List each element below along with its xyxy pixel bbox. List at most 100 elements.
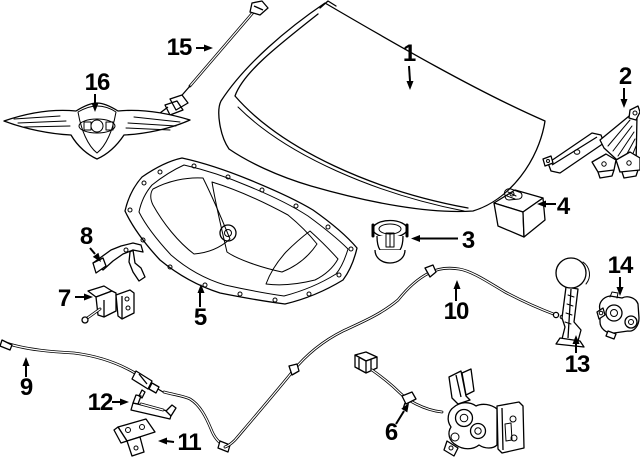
callout-15-label[interactable]: 15 xyxy=(167,34,193,61)
pad-inner-border xyxy=(138,164,349,297)
cable9-end-tip xyxy=(0,339,13,351)
callout-11-arrow xyxy=(165,440,175,443)
callout-7-label[interactable]: 7 xyxy=(58,285,72,312)
cable10-end-fitting xyxy=(552,311,560,319)
callout-2[interactable]: 2 xyxy=(619,63,633,108)
grommet-side-ribs xyxy=(371,223,409,238)
strut-bottom-fitting xyxy=(159,94,189,116)
emblem-wing-slots xyxy=(13,115,181,131)
strut-top-fitting xyxy=(249,0,269,16)
handle-base xyxy=(555,337,585,348)
callout-13-arrowhead xyxy=(572,335,580,344)
callout-1[interactable]: 1 xyxy=(403,40,417,90)
callout-14[interactable]: 14 xyxy=(608,252,635,296)
latch-foot-hole xyxy=(448,445,454,451)
latch-connector-body xyxy=(354,354,378,374)
bracket11-hole-3 xyxy=(133,445,139,451)
bracket11-side xyxy=(113,426,128,444)
actuator-tab-hole xyxy=(598,310,604,316)
callout-6-arrow xyxy=(395,410,405,425)
cable9-hook xyxy=(148,382,164,394)
latch-plate-hole-2 xyxy=(510,434,518,442)
cable10-run-core xyxy=(224,267,557,448)
cable10-clip-1 xyxy=(424,264,437,278)
hinge-base-feet xyxy=(591,151,640,179)
callout-11[interactable]: 11 xyxy=(158,429,202,456)
part-grommet xyxy=(371,219,409,264)
callout-9[interactable]: 9 xyxy=(20,357,34,401)
handle-knob-side xyxy=(582,261,590,285)
latch-wire-clip xyxy=(401,391,417,410)
part-bracket-8 xyxy=(92,242,146,282)
handle-lever-ribs xyxy=(564,294,575,325)
handle-knob xyxy=(555,257,587,289)
callout-16-label[interactable]: 16 xyxy=(85,69,111,96)
callout-13-label[interactable]: 13 xyxy=(565,351,591,378)
callout-5[interactable]: 5 xyxy=(194,284,208,331)
callout-11-label[interactable]: 11 xyxy=(177,429,202,456)
bracket8-hook xyxy=(128,249,146,282)
stop-block-pin xyxy=(509,191,515,197)
callout-2-label[interactable]: 2 xyxy=(619,63,633,90)
part-hood-hinge xyxy=(542,105,640,179)
latch-fin xyxy=(461,368,475,396)
latch-mount-plate xyxy=(496,401,525,454)
callout-6-label[interactable]: 6 xyxy=(385,419,399,446)
hinge-gusset-ribs xyxy=(607,119,637,167)
callout-14-arrowhead xyxy=(616,287,624,296)
callout-6-arrowhead xyxy=(401,403,409,413)
latch-boss-1-inner xyxy=(459,413,469,423)
emblem-center-oval xyxy=(78,118,116,134)
cable9-barrel xyxy=(131,370,153,390)
latch-boss-1 xyxy=(454,408,474,428)
actuator-boss-1-inner xyxy=(610,309,618,317)
callout-10-arrowhead xyxy=(453,280,461,289)
actuator-left-tab xyxy=(596,307,606,320)
callout-15[interactable]: 15 xyxy=(167,34,213,61)
bracket12-left-tab xyxy=(132,389,146,405)
pad-center-panel xyxy=(211,181,318,273)
callout-13[interactable]: 13 xyxy=(565,335,591,378)
stop-block-side xyxy=(522,197,546,238)
strut-tube-core xyxy=(189,8,257,87)
callout-3[interactable]: 3 xyxy=(411,227,476,254)
hinge-tab-hole xyxy=(546,159,550,163)
part-bracket-7 xyxy=(81,285,135,324)
pad-left-panel xyxy=(150,177,231,255)
callout-16[interactable]: 16 xyxy=(85,69,111,112)
callout-5-label[interactable]: 5 xyxy=(194,304,208,331)
callout-2-arrowhead xyxy=(620,99,628,108)
callout-12[interactable]: 12 xyxy=(88,389,129,416)
callout-8[interactable]: 8 xyxy=(80,223,101,262)
part-cable-bracket-12 xyxy=(130,389,177,420)
callout-14-label[interactable]: 14 xyxy=(608,252,635,279)
callout-1-arrowhead xyxy=(406,81,414,90)
bracket8-hole xyxy=(123,247,129,253)
actuator-boss-2 xyxy=(624,315,638,329)
callout-4-label[interactable]: 4 xyxy=(557,193,572,220)
cable9-rear-run-core xyxy=(163,391,226,447)
bracket7-hole-2 xyxy=(125,305,131,311)
callout-6[interactable]: 6 xyxy=(385,403,409,446)
hinge-foot-hole-2 xyxy=(626,160,632,166)
callout-3-label[interactable]: 3 xyxy=(462,227,476,254)
callout-7[interactable]: 7 xyxy=(58,285,93,312)
callout-9-label[interactable]: 9 xyxy=(20,374,34,401)
actuator-boss-2-inner xyxy=(628,319,634,325)
pad-outline xyxy=(124,157,358,305)
part-mount-bracket-11 xyxy=(113,418,156,457)
callout-12-label[interactable]: 12 xyxy=(88,389,114,416)
grommet-slot xyxy=(385,232,395,248)
callout-12-arrowhead xyxy=(120,398,129,406)
callout-1-label[interactable]: 1 xyxy=(403,40,417,67)
callout-10[interactable]: 10 xyxy=(444,280,470,325)
part-bumper-stop xyxy=(493,188,546,238)
callout-4[interactable]: 4 xyxy=(537,193,572,220)
callout-16-arrowhead xyxy=(91,103,99,112)
cable9-run-core xyxy=(2,341,136,374)
callout-5-arrowhead xyxy=(197,284,205,293)
latch-boss-2 xyxy=(469,422,487,440)
callout-10-label[interactable]: 10 xyxy=(444,298,470,325)
callout-8-label[interactable]: 8 xyxy=(80,223,94,250)
